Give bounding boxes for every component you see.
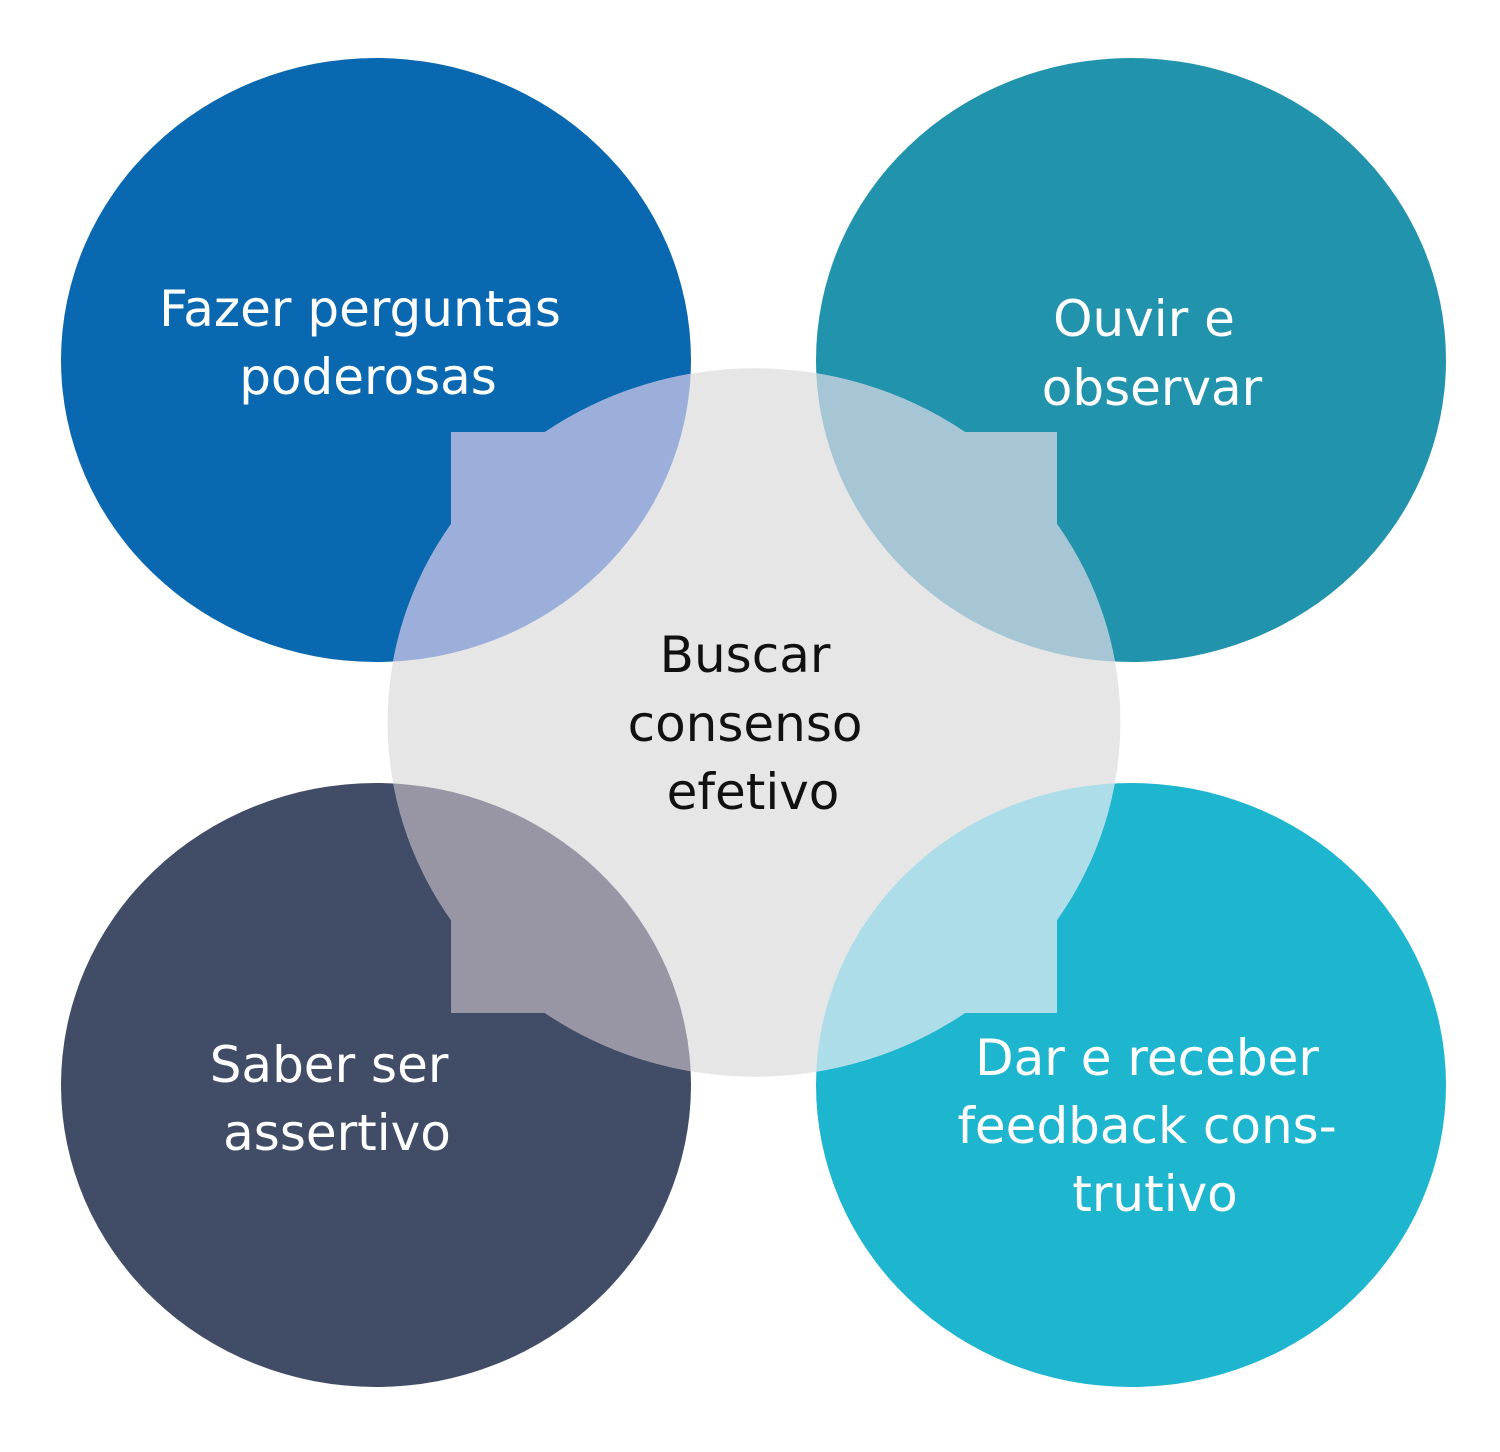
label-top-right: Ouvir e observar (1042, 290, 1263, 417)
label-bottom-right: Dar e receber feedback cons- trutivo (957, 1029, 1352, 1223)
label-top-left: Fazer perguntas poderosas (159, 280, 577, 406)
overlap-bottom-right (816, 783, 1121, 1077)
label-bottom-left: Saber ser assertivo (210, 1036, 465, 1162)
overlap-top-left (387, 368, 691, 662)
overlap-bottom-left (387, 783, 691, 1077)
overlap-top-right (816, 368, 1121, 662)
label-center: Buscar consenso efetivo (628, 626, 879, 821)
